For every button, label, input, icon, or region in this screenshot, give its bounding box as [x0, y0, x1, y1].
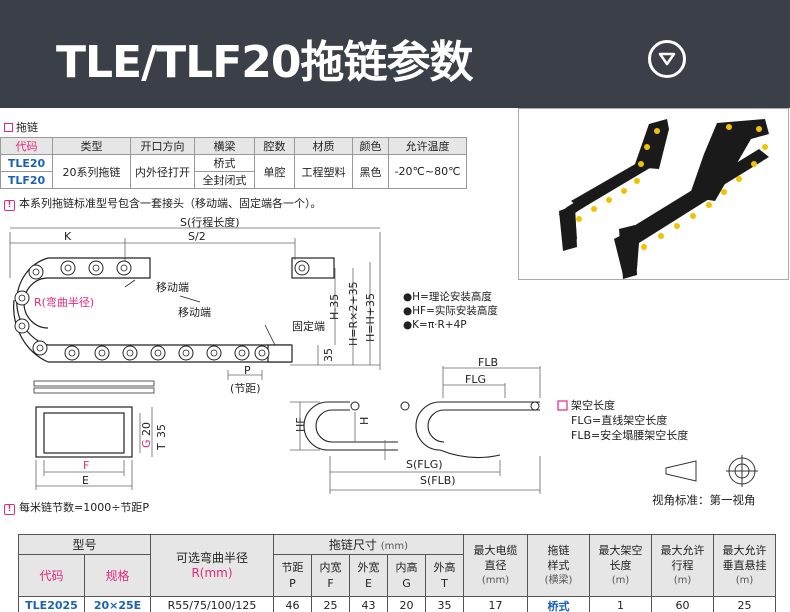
- code-tlf20: TLF20: [0, 171, 53, 189]
- table-row: TLE2025 20×25E R55/75/100/125 46 25 43 2…: [18, 596, 776, 612]
- note-links-per-meter: !每米链节数=1000÷节距P: [4, 499, 149, 515]
- label-e: E: [82, 474, 89, 487]
- cell-hang: 25: [713, 596, 776, 612]
- label-s-flg: S(FLG): [406, 458, 443, 471]
- span-line-2: FLB=安全塌腰架空长度: [571, 429, 689, 442]
- label-h35: H-35: [328, 293, 341, 320]
- legend-line-3: ●K=π·R+4P: [403, 319, 467, 331]
- label-hh: H=H+35: [364, 293, 377, 342]
- label-h: H: [358, 416, 371, 425]
- label-t35: 35: [155, 424, 168, 438]
- header-cable: 最大电缆直径(mm): [463, 534, 528, 597]
- span-line-1: FLG=直线架空长度: [571, 414, 668, 427]
- header-cavity: 腔数: [254, 137, 295, 155]
- label-flb: FLB: [478, 356, 499, 369]
- cell-cable: 17: [463, 596, 528, 612]
- label-t: T: [155, 443, 168, 450]
- material-cell: 工程塑料: [294, 154, 353, 189]
- cell-e: 43: [349, 596, 388, 612]
- label-s-flb: S(FLB): [420, 474, 456, 487]
- label-s2: S/2: [188, 230, 206, 243]
- cell-travel: 60: [651, 596, 714, 612]
- header-opening: 开口方向: [130, 137, 195, 155]
- header-banner: TLE/TLF20拖链参数: [0, 0, 790, 108]
- header-span: 最大架空长度(m): [589, 534, 652, 597]
- cell-radius: R55/75/100/125: [150, 596, 274, 612]
- header-model: 型号: [18, 534, 151, 555]
- header-travel: 最大允许行程(m): [651, 534, 714, 597]
- cell-spec: 20×25E: [84, 596, 151, 612]
- drag-chain-image: [559, 119, 769, 279]
- label-hf: HF: [294, 417, 307, 432]
- cell-code: TLE2025: [18, 596, 85, 612]
- header-type: 类型: [52, 137, 131, 155]
- label-pitch: (节距): [230, 382, 261, 395]
- warning-icon: !: [4, 504, 15, 515]
- cell-t: 35: [425, 596, 464, 612]
- cell-g: 20: [387, 596, 426, 612]
- span-title: 架空长度: [571, 399, 615, 412]
- spec-table: 代码 类型 开口方向 横梁 腔数 材质 颜色 允许温度 TLE20 20系列拖链…: [0, 137, 467, 189]
- legend-line-1: ●H=理论安装高度: [403, 291, 492, 303]
- label-r: R(弯曲半径): [34, 296, 95, 309]
- cell-span: 1: [589, 596, 652, 612]
- beam-closed: 全封闭式: [194, 171, 255, 189]
- header-temp: 允许温度: [388, 137, 467, 155]
- type-cell: 20系列拖链: [52, 154, 131, 189]
- span-legend: 架空长度 FLG=直线架空长度 FLB=安全塌腰架空长度: [571, 398, 688, 443]
- label-35: 35: [322, 348, 335, 362]
- note-standard: !本系列拖链标准型号包含一套接头（移动端、固定端各一个）。: [4, 195, 322, 211]
- chevron-down-icon: [658, 52, 676, 66]
- cell-f: 25: [311, 596, 350, 612]
- label-moving-end-2: 移动端: [178, 306, 211, 319]
- header-size: 拖链尺寸 (mm): [273, 534, 464, 555]
- legend-h: ●H=理论安装高度 ●HF=实际安装高度 ●K=π·R+4P: [403, 290, 498, 332]
- header-spec-col: 规格: [84, 554, 151, 597]
- pink-square-icon: [4, 123, 13, 132]
- label-g20: 20: [140, 422, 153, 436]
- header-style: 拖链样式(横梁): [527, 534, 590, 597]
- label-p: P: [244, 364, 251, 377]
- view-standard: 视角标准：第一视角: [652, 493, 756, 507]
- label-g: G: [140, 439, 153, 448]
- label-hr: H=R×2+35: [347, 281, 360, 346]
- page-title: TLE/TLF20拖链参数: [56, 37, 474, 88]
- cell-style: 桥式: [527, 596, 590, 612]
- header-beam: 横梁: [194, 137, 255, 155]
- section-label: 拖链: [4, 119, 38, 135]
- header-hang: 最大允许垂直悬挂(m): [713, 534, 776, 597]
- label-s: S(行程长度): [180, 216, 240, 229]
- temp-cell: -20℃~80℃: [388, 154, 467, 189]
- label-k: K: [64, 230, 72, 243]
- beam-bridge: 桥式: [194, 154, 255, 172]
- warning-icon: !: [4, 200, 15, 211]
- label-moving-end-1: 移动端: [156, 281, 189, 294]
- label-f: F: [83, 459, 90, 472]
- label-fixed-end: 固定端: [292, 320, 325, 333]
- header-code-col: 代码: [18, 554, 85, 597]
- label-flg: FLG: [465, 373, 486, 386]
- expand-button[interactable]: [648, 40, 686, 78]
- legend-line-2: ●HF=实际安装高度: [403, 305, 498, 317]
- cell-p: 46: [273, 596, 312, 612]
- opening-cell: 内外径打开: [130, 154, 195, 189]
- product-photo: [518, 108, 789, 280]
